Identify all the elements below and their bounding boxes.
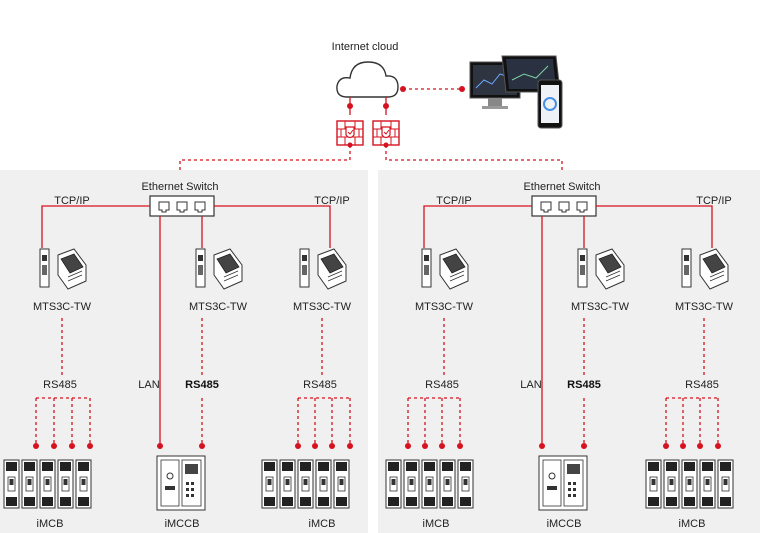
ethernet-switch-icon [149, 195, 215, 217]
gateway-label: MTS3C-TW [675, 301, 734, 313]
gateway-label: MTS3C-TW [33, 301, 92, 313]
firewall-icon [336, 120, 364, 146]
bus-label: RS485 [185, 379, 219, 391]
device-label: iMCB [37, 518, 64, 530]
gateway-label: MTS3C-TW [415, 301, 474, 313]
bus-label: RS485 [685, 379, 719, 391]
right-site: Ethernet Switch TCP/IP TCP/IP MTS3C-TW M… [386, 181, 734, 530]
switch-label: Ethernet Switch [523, 181, 600, 193]
circuit-breaker-icon [646, 460, 733, 508]
bus-label: RS485 [303, 379, 337, 391]
gateway-label: MTS3C-TW [293, 301, 352, 313]
ethernet-switch-icon [531, 195, 597, 217]
device-label: iMCB [309, 518, 336, 530]
circuit-breaker-icon [386, 460, 473, 508]
phone-icon [537, 79, 563, 129]
device-label: iMCCB [547, 518, 582, 530]
bus-label: LAN [520, 379, 541, 391]
circuit-breaker-icon [262, 460, 349, 508]
tcp-label: TCP/IP [436, 195, 471, 207]
device-label: iMCB [679, 518, 706, 530]
cloud-label: Internet cloud [332, 41, 399, 53]
bus-label: RS485 [43, 379, 77, 391]
tcp-label: TCP/IP [54, 195, 89, 207]
gateway-label: MTS3C-TW [189, 301, 248, 313]
left-site: Ethernet Switch TCP/IP TCP/IP MTS3C-TW M… [4, 181, 353, 530]
device-label: iMCB [423, 518, 450, 530]
tcp-label: TCP/IP [314, 195, 349, 207]
switch-label: Ethernet Switch [141, 181, 218, 193]
bus-label: RS485 [425, 379, 459, 391]
bus-label: RS485 [567, 379, 601, 391]
cloud-icon [336, 61, 399, 98]
tcp-label: TCP/IP [696, 195, 731, 207]
gateway-label: MTS3C-TW [571, 301, 630, 313]
device-label: iMCCB [165, 518, 200, 530]
molded-case-breaker-icon [156, 455, 206, 511]
firewall-icon [372, 120, 400, 146]
molded-case-breaker-icon [538, 455, 588, 511]
bus-label: LAN [138, 379, 159, 391]
circuit-breaker-icon [4, 460, 91, 508]
